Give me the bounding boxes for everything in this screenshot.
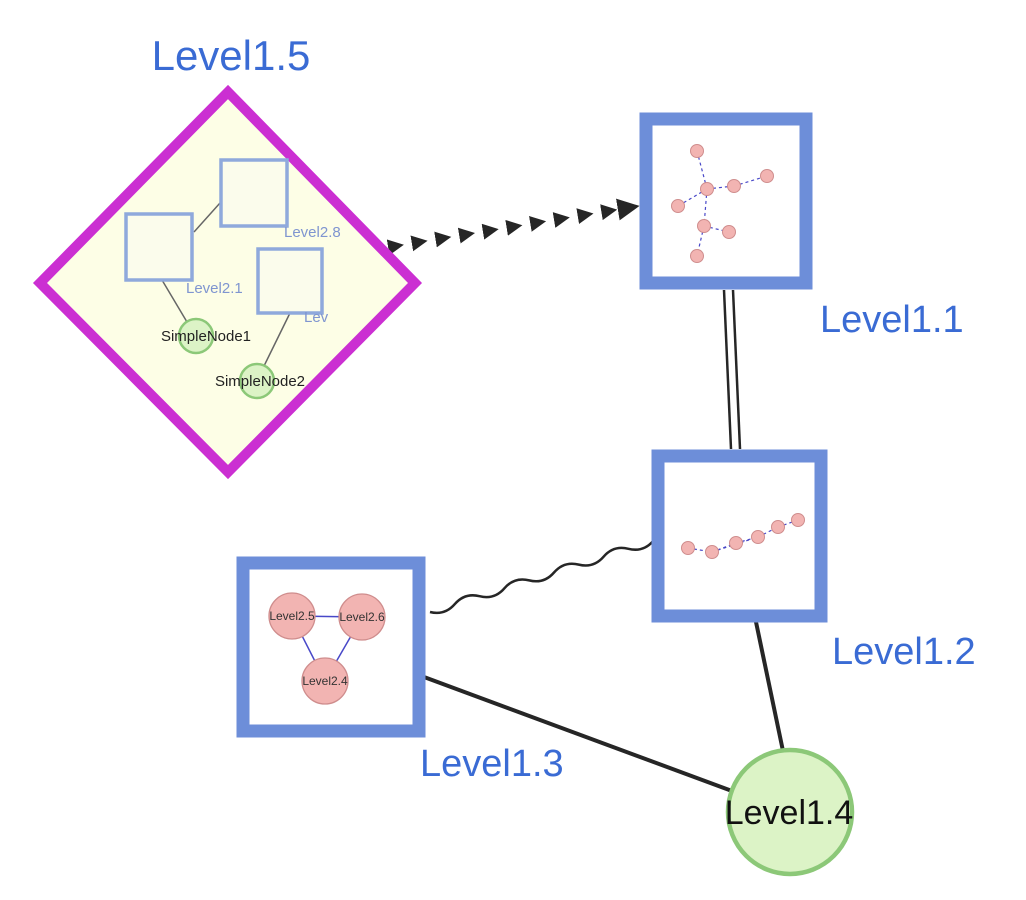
mini-node[interactable] (697, 219, 711, 233)
edge-double-line-a (722, 289, 733, 450)
label-level24: Level2.4 (302, 674, 348, 688)
mini-node[interactable] (700, 182, 714, 196)
node-level14[interactable] (725, 747, 855, 877)
mini-node[interactable] (722, 225, 736, 239)
mini-node[interactable] (751, 530, 765, 544)
minigraph-level12 (681, 513, 805, 559)
node-simplenode2[interactable] (238, 362, 276, 400)
node-level14-group: Level1.4 (725, 747, 855, 877)
node-level13[interactable] (236, 556, 426, 738)
label-level28: Level2.8 (284, 224, 341, 241)
edge-level21-simplenode1 (161, 279, 188, 323)
node-level11[interactable] (639, 112, 813, 290)
mini-node[interactable] (690, 249, 704, 263)
mini-node[interactable] (771, 520, 785, 534)
mini-node[interactable] (727, 179, 741, 193)
edge-level21-level28 (193, 202, 221, 233)
top-level-edges (386, 198, 785, 793)
node-level15-group: Level2.8 Level2.1 Lev SimpleNode1 Simple… (32, 84, 423, 480)
label-level11: Level1.1 (820, 299, 964, 341)
label-level21: Level2.1 (186, 280, 243, 297)
label-simplenode1: SimpleNode1 (161, 328, 251, 345)
node-lev-square[interactable] (256, 247, 324, 315)
mini-edge (703, 225, 730, 233)
edge-level15-level11[interactable] (386, 198, 640, 256)
label-level15: Level1.5 (152, 32, 311, 79)
node-level12[interactable] (651, 449, 828, 623)
mini-node[interactable] (760, 169, 774, 183)
edge-level11-level12[interactable] (722, 289, 742, 450)
minigraph-level13: Level2.5 Level2.6 Level2.4 (268, 592, 386, 705)
node-level26[interactable] (338, 593, 386, 641)
node-level12-group (651, 449, 828, 623)
label-simplenode2: SimpleNode2 (215, 373, 305, 390)
edge-level13-level12[interactable] (429, 540, 655, 615)
label-level13: Level1.3 (420, 743, 564, 785)
mini-node[interactable] (791, 513, 805, 527)
label-lev: Lev (304, 309, 329, 326)
mini-edge (706, 185, 735, 190)
node-level25[interactable] (268, 592, 316, 640)
node-level15-diamond[interactable] (32, 84, 423, 480)
edge-level13-level14[interactable] (423, 675, 733, 793)
node-simplenode1[interactable] (177, 317, 215, 355)
label-level12: Level1.2 (832, 631, 976, 673)
node-level24[interactable] (301, 657, 349, 705)
minigraph-level11 (671, 144, 774, 263)
label-level14: Level1.4 (725, 794, 854, 832)
node-level11-group (639, 112, 813, 290)
edge-lev-simplenode2 (263, 312, 291, 367)
node-level28-square[interactable] (219, 158, 289, 228)
mini-node[interactable] (729, 536, 743, 550)
edge-double-line-b (731, 289, 742, 450)
node-level21-square[interactable] (124, 212, 194, 282)
label-level25: Level2.5 (269, 609, 315, 623)
mini-node[interactable] (671, 199, 685, 213)
node-level13-group: Level2.5 Level2.6 Level2.4 (236, 556, 426, 738)
mini-node[interactable] (690, 144, 704, 158)
edge-level12-level14[interactable] (754, 621, 785, 752)
label-level26: Level2.6 (339, 610, 385, 624)
mini-node[interactable] (705, 545, 719, 559)
mini-node[interactable] (681, 541, 695, 555)
